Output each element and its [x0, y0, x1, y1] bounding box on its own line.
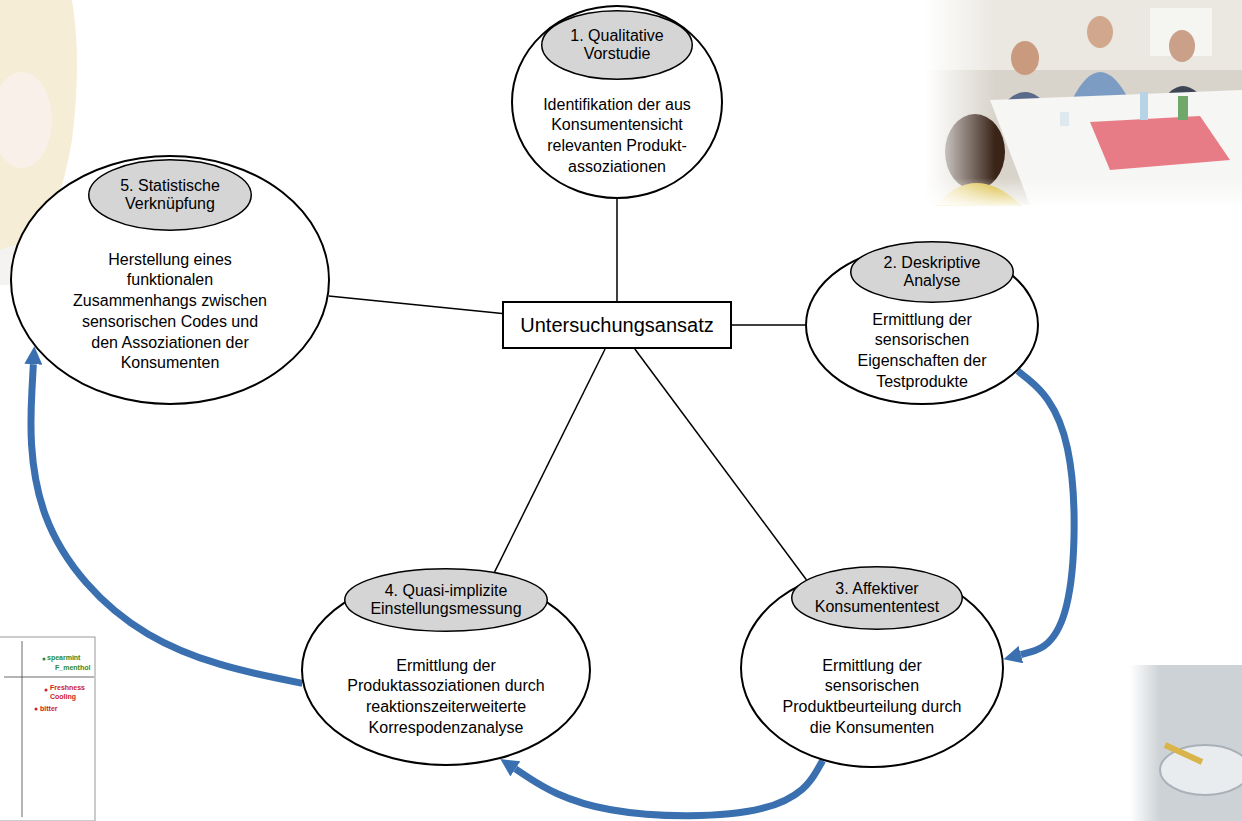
approach-box: Untersuchungsansatz: [502, 301, 731, 349]
chart-frame: [0, 637, 95, 821]
chart-axis: [4, 677, 94, 678]
chart-point: [43, 658, 46, 661]
chart-term: bitter: [40, 705, 58, 712]
stage-heading: 3. Affektiver Konsumententest: [805, 580, 950, 617]
stage-ellipse: 1. Qualitative VorstudieIdentifikation d…: [511, 5, 723, 199]
flow-arrow: [1018, 371, 1074, 655]
connector-line: [635, 349, 807, 580]
stage-ellipse: 4. Quasi-implizite EinstellungsmessungEr…: [301, 574, 591, 766]
table-bottle: [1140, 92, 1148, 120]
chart-snippet: [0, 637, 95, 821]
photo-fade: [925, 0, 995, 205]
connector-line: [329, 296, 503, 313]
chart-term: Freshness: [50, 684, 85, 691]
stage-heading: 5. Statistische Verknüpfung: [105, 177, 235, 214]
photo-fade: [1130, 665, 1160, 821]
stage-heading: 1. Qualitative Vorstudie: [557, 27, 677, 64]
heading-ellipse-shape: [792, 567, 963, 630]
stage-description: Ermittlung der Produktassoziationen durc…: [344, 656, 549, 739]
table-bottle: [1178, 96, 1188, 120]
product-ground: [1130, 665, 1242, 821]
connector-line: [616, 199, 618, 301]
stage-heading: 2. Deskriptive Analyse: [870, 254, 995, 291]
stage-ellipse: 3. Affektiver KonsumententestErmittlung …: [740, 568, 1004, 768]
heading-ellipse-shape: [89, 160, 252, 231]
person-body: [1073, 72, 1128, 98]
chart-term: F_menthol: [55, 664, 90, 671]
heading-ellipse-shape: [851, 242, 1014, 303]
stage-ellipse: 2. Deskriptive AnalyseErmittlung der sen…: [805, 245, 1039, 405]
flow-arrow: [31, 364, 302, 683]
flow-arrow: [515, 761, 822, 816]
heading-ellipse-shape: [345, 569, 548, 632]
heading-ellipse-shape: [542, 11, 693, 80]
stage-ellipse: 5. Statistische VerknüpfungHerstellung e…: [10, 155, 330, 405]
portrait-face: [0, 72, 52, 168]
person-head: [1169, 30, 1195, 62]
chart-point: [45, 689, 48, 692]
connector-line: [732, 324, 805, 326]
connector-line: [495, 349, 605, 572]
ellipse-shape: [512, 6, 722, 198]
stage-description: Ermittlung der sensorischen Eigenschafte…: [847, 310, 997, 393]
product-stick: [1165, 745, 1202, 762]
photo-ground: [925, 0, 1242, 205]
photo-fade: [925, 178, 1242, 206]
meeting-photo: [925, 0, 1242, 206]
chart-point: [35, 708, 38, 711]
person-head: [1011, 41, 1039, 75]
ellipse-shape: [741, 569, 1003, 767]
person-head: [1087, 16, 1113, 48]
chart-axis: [22, 641, 23, 817]
stage-heading: 4. Quasi-implizite Einstellungsmessung: [361, 582, 531, 619]
chart-term: spearmint: [47, 654, 80, 661]
approach-title: Untersuchungsansatz: [520, 313, 713, 337]
product-dish: [1160, 745, 1242, 795]
stage-description: Herstellung eines funktionalen Zusammenh…: [68, 250, 273, 375]
table-runner: [1090, 116, 1230, 170]
stage-description: Identifikation der aus Konsumentensicht …: [530, 95, 705, 178]
chart-term: Cooling: [50, 693, 76, 700]
stage-description: Ermittlung der sensorischen Produktbeurt…: [775, 656, 970, 739]
ellipse-shape: [11, 156, 329, 404]
table-glass: [1060, 112, 1069, 126]
product-photo: [1130, 665, 1242, 821]
